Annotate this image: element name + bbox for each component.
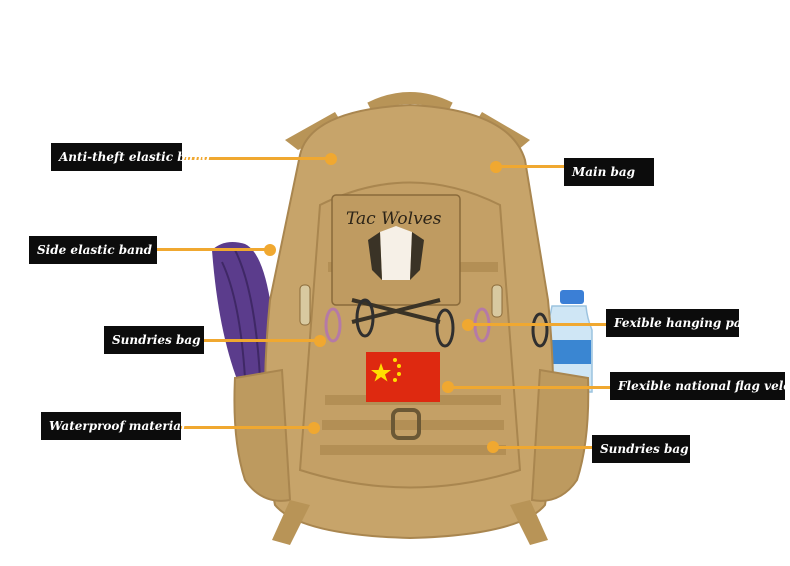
umbrella [212,242,273,382]
brand-patch-text: Tac Wolves [346,209,442,229]
callout-line-anti-theft [181,157,331,160]
label-fexible-hanging-part: Fexible hanging part [606,309,753,337]
water-bottle [544,290,593,393]
flag-patch [366,352,440,402]
label-flexible-national-flag-velcro: Flexible national flag velcro [610,372,790,400]
callout-line-side-elastic [157,248,272,251]
label-sundries-bag-right: Sundries bag [592,435,690,463]
callout-line-main-bag [496,165,564,168]
label-waterproof-material: Waterproof material [41,412,186,440]
callout-line-hanging [470,323,610,326]
callout-line-waterproof [181,426,315,429]
callout-dot-waterproof [308,422,320,434]
callout-dot-side-elastic [264,244,276,256]
callout-dot-sundries-left [314,335,326,347]
label-sundries-bag-left: Sundries bag [104,326,204,354]
callout-line-sundries-right [496,446,592,449]
label-side-elastic-band: Side elastic band [29,236,157,264]
callout-dot-flag [442,381,454,393]
label-anti-theft-elastic-band: Anti-theft elastic band [51,143,211,171]
callout-line-sundries-left [204,339,322,342]
callout-dot-main-bag [490,161,502,173]
callout-line-flag [450,386,612,389]
callout-dot-hanging [462,319,474,331]
label-main-bag: Main bag [564,158,654,186]
callout-dot-anti-theft [325,153,337,165]
backpack-body [233,92,590,545]
callout-dot-sundries-right [487,441,499,453]
